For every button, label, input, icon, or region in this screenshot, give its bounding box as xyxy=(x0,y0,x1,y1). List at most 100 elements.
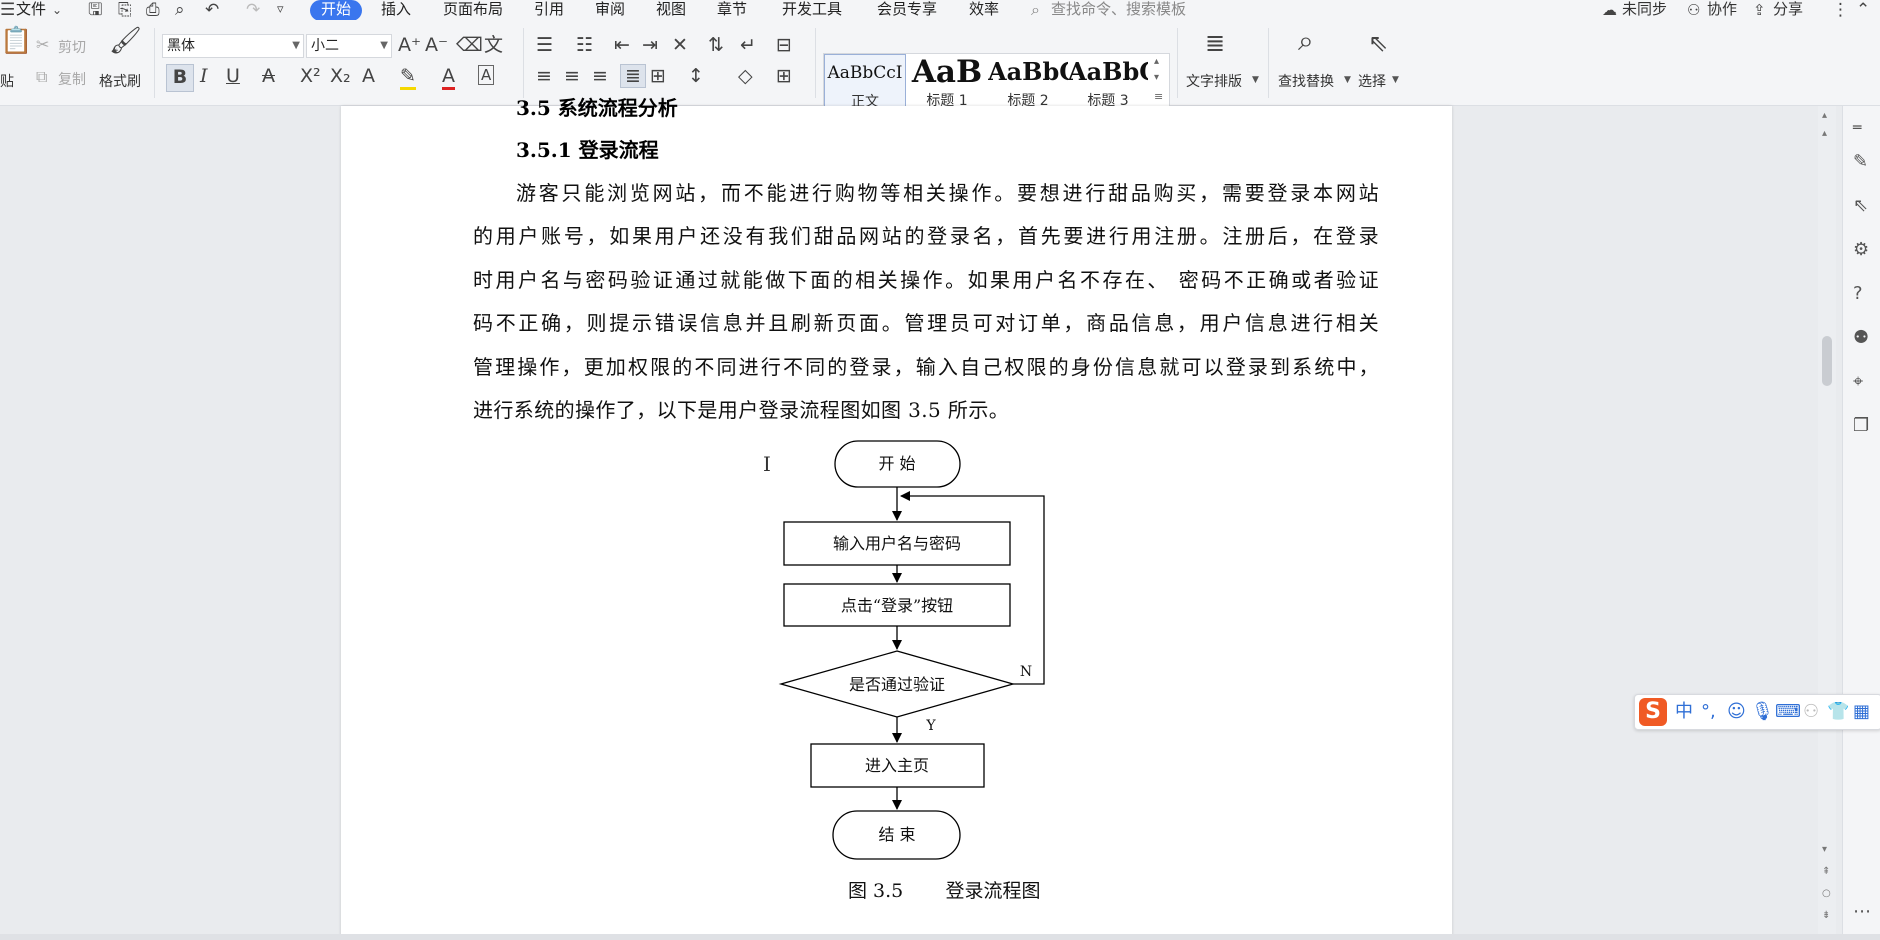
text-layout-button[interactable]: 文字排版 xyxy=(1186,74,1242,90)
tab-start[interactable]: 开始 xyxy=(310,0,362,21)
bullet-list-icon[interactable]: ☰ xyxy=(536,34,554,56)
style-heading-2[interactable]: AaBbC 标题 2 xyxy=(988,54,1068,110)
more-icon[interactable]: ⋮ xyxy=(1832,0,1849,20)
gallery-up-icon[interactable]: ▴ xyxy=(1154,56,1160,67)
select-pointer-icon[interactable]: ⇖ xyxy=(1853,195,1869,216)
italic-icon[interactable]: I xyxy=(200,65,208,87)
underline-icon[interactable]: U xyxy=(226,65,240,87)
text-layout-icon[interactable]: ≣ xyxy=(1205,29,1226,57)
ime-menu-icon[interactable]: ▦ xyxy=(1853,701,1871,722)
collab-button[interactable]: 协作 xyxy=(1707,0,1738,18)
align-right-icon[interactable]: ≡ xyxy=(592,65,608,87)
next-page-icon[interactable]: ⇟ xyxy=(1822,910,1831,921)
format-painter-icon[interactable]: 🖌 xyxy=(109,26,143,56)
book-icon[interactable]: ❐ xyxy=(1853,415,1870,436)
tab-insert[interactable]: 插入 xyxy=(381,0,412,18)
print-icon[interactable]: ⎙ xyxy=(146,0,160,20)
sort-icon[interactable]: ⇅ xyxy=(708,34,724,56)
location-icon[interactable]: ⌖ xyxy=(1853,371,1864,392)
gallery-down-icon[interactable]: ▾ xyxy=(1154,72,1160,83)
chevron-down-icon[interactable]: ▼ xyxy=(1344,75,1351,85)
save-as-icon[interactable]: ⎘ xyxy=(118,0,132,20)
grow-font-icon[interactable]: A⁺ xyxy=(398,34,422,56)
style-normal[interactable]: AaBbCcI 正文 xyxy=(824,54,906,110)
bold-icon[interactable]: B xyxy=(166,64,194,92)
distributed-icon[interactable]: ⊞ xyxy=(650,65,666,87)
style-heading-3[interactable]: AaBbC 标题 3 xyxy=(1068,54,1148,110)
tab-chapter[interactable]: 章节 xyxy=(717,0,748,18)
decrease-indent-icon[interactable]: ⇤ xyxy=(614,34,630,56)
paste-button-label[interactable]: 贴 xyxy=(0,74,14,90)
shading-icon[interactable]: ◇ xyxy=(738,65,753,87)
clear-format-icon[interactable]: ⌫ xyxy=(456,34,483,56)
select-cursor-icon[interactable]: ⇖ xyxy=(1368,29,1389,57)
borders-icon[interactable]: ⊞ xyxy=(776,65,792,87)
align-left-icon[interactable]: ≡ xyxy=(536,65,552,87)
ime-mode-toggle[interactable]: 中 xyxy=(1675,701,1693,722)
scroll-top-icon[interactable]: ▴ xyxy=(1822,110,1828,121)
browse-object-icon[interactable]: ○ xyxy=(1822,888,1831,899)
hamburger-icon[interactable]: ☰ xyxy=(0,0,16,20)
command-search-input[interactable]: 查找命令、搜索模板 xyxy=(1051,0,1187,18)
ime-user-icon[interactable]: ⚇ xyxy=(1803,701,1820,722)
panel-collapse-icon[interactable]: ═ xyxy=(1853,120,1862,136)
tab-developer[interactable]: 开发工具 xyxy=(782,0,843,18)
chevron-down-icon[interactable]: ▼ xyxy=(1392,75,1399,85)
save-icon[interactable]: 🖫 xyxy=(88,0,103,20)
font-color-icon[interactable]: A xyxy=(442,65,455,90)
font-size-select[interactable]: 小二▼ xyxy=(306,34,392,58)
tab-efficiency[interactable]: 效率 xyxy=(969,0,1000,18)
justify-icon[interactable]: ≣ xyxy=(620,64,646,88)
tab-references[interactable]: 引用 xyxy=(534,0,565,18)
collapse-ribbon-icon[interactable]: ⌃ xyxy=(1856,0,1871,20)
ai-tool-icon[interactable]: ⚉ xyxy=(1853,327,1870,348)
ime-skin-icon[interactable]: 👕 xyxy=(1827,701,1850,722)
char-border-icon[interactable]: A xyxy=(478,65,495,85)
tab-stops-icon[interactable]: ⊟ xyxy=(776,34,792,56)
redo-icon[interactable]: ↷ xyxy=(246,0,261,20)
prev-page-icon[interactable]: ⇞ xyxy=(1822,866,1831,877)
strikethrough-icon[interactable]: A xyxy=(262,65,275,87)
find-replace-icon[interactable]: ⌕ xyxy=(1298,24,1314,57)
scroll-down-icon[interactable]: ▾ xyxy=(1822,844,1828,855)
find-replace-button[interactable]: 查找替换 xyxy=(1278,74,1334,90)
ime-logo-icon[interactable]: S xyxy=(1639,698,1667,726)
cut-button[interactable]: 剪切 xyxy=(58,40,86,56)
tab-view[interactable]: 视图 xyxy=(656,0,687,18)
scrollbar-thumb[interactable] xyxy=(1822,336,1832,386)
file-menu[interactable]: 文件 xyxy=(16,0,47,18)
numbered-list-icon[interactable]: ☷ xyxy=(576,34,594,56)
subscript-icon[interactable]: X₂ xyxy=(330,65,351,87)
print-preview-icon[interactable]: ⌕ xyxy=(175,0,185,20)
ime-voice-icon[interactable]: 🎙 xyxy=(1751,701,1774,722)
sync-status[interactable]: 未同步 xyxy=(1622,0,1668,18)
select-button[interactable]: 选择 xyxy=(1358,74,1386,90)
undo-icon[interactable]: ↶ xyxy=(205,0,220,20)
copy-button[interactable]: 复制 xyxy=(58,72,86,88)
panel-more-icon[interactable]: ⋯ xyxy=(1853,901,1871,922)
edit-pen-icon[interactable]: ✎ xyxy=(1853,151,1869,172)
adjust-sliders-icon[interactable]: ⚙ xyxy=(1853,239,1870,260)
ime-punctuation-icon[interactable]: °, xyxy=(1701,701,1716,722)
share-button[interactable]: 分享 xyxy=(1773,0,1804,18)
style-heading-1[interactable]: AaB 标题 1 xyxy=(906,54,988,110)
increase-indent-icon[interactable]: ⇥ xyxy=(642,34,658,56)
tab-page-layout[interactable]: 页面布局 xyxy=(443,0,504,18)
align-center-icon[interactable]: ≡ xyxy=(564,65,580,87)
paste-icon[interactable]: 📋 xyxy=(0,26,33,56)
text-effect-icon[interactable]: A xyxy=(362,65,375,87)
vertical-scrollbar[interactable]: ▴ ▴ ▾ ⇞ ○ ⇟ xyxy=(1818,106,1836,940)
gallery-expand-icon[interactable]: ≡ xyxy=(1154,90,1164,103)
quick-access-more-icon[interactable]: ▿ xyxy=(277,2,284,17)
show-marks-icon[interactable]: ↵ xyxy=(740,34,756,56)
ime-keyboard-icon[interactable]: ⌨ xyxy=(1775,701,1801,722)
format-painter-button[interactable]: 格式刷 xyxy=(99,74,141,90)
superscript-icon[interactable]: X² xyxy=(300,65,321,87)
shrink-font-icon[interactable]: A⁻ xyxy=(425,34,449,56)
tab-review[interactable]: 审阅 xyxy=(595,0,626,18)
highlight-icon[interactable]: ✎ xyxy=(400,65,416,90)
font-name-select[interactable]: 黑体▼ xyxy=(162,34,304,58)
chevron-down-icon[interactable]: ⌄ xyxy=(52,3,63,17)
line-spacing-icon[interactable]: ↕ xyxy=(688,65,704,87)
chevron-down-icon[interactable]: ▼ xyxy=(1252,75,1259,85)
